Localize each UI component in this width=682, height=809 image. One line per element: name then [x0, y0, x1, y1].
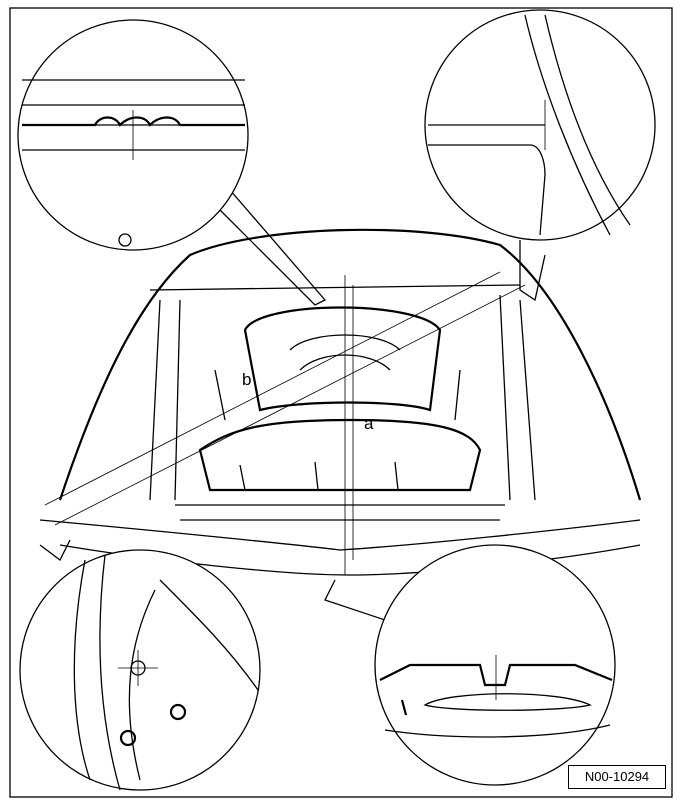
label-a: a [364, 414, 374, 433]
trunk-body-outline [39, 228, 642, 576]
detail-circle-bottom-right [324, 544, 616, 786]
figure-frame [9, 7, 673, 798]
measurement-lines [44, 271, 526, 575]
label-b: b [242, 370, 252, 389]
figure-reference-number: N00-10294 [568, 765, 666, 789]
detail-circle-bottom-left [19, 539, 261, 791]
detail-circle-top-right [424, 9, 656, 302]
detail-circle-top-left [17, 19, 327, 306]
